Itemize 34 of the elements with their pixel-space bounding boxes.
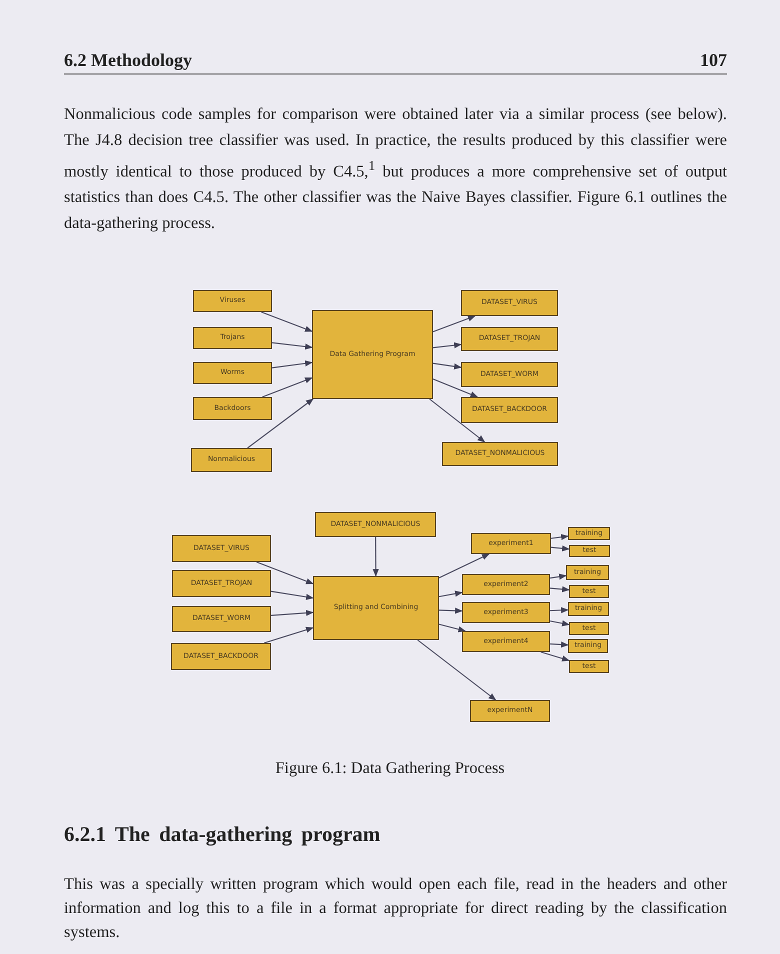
arrow — [261, 311, 313, 332]
arrow — [270, 590, 314, 600]
arrow — [550, 620, 570, 626]
arrow — [262, 377, 313, 398]
section-heading: 6.2.1 The data-gathering program — [64, 822, 382, 847]
arrow — [429, 398, 486, 442]
arrow — [256, 561, 314, 584]
arrow — [432, 342, 462, 348]
paragraph: This was a specially written program which would open each file, read in the headers and other information and log this to a file in a format appropriate for direct reading by the classification systems. — [64, 873, 727, 943]
arrow — [550, 586, 570, 592]
arrow — [247, 398, 314, 448]
page-number: 107 — [699, 50, 727, 71]
arrow — [432, 362, 462, 370]
arrow — [438, 608, 463, 614]
arrow — [550, 607, 569, 614]
arrow — [540, 651, 570, 662]
running-header: 6.2 Methodology — [64, 50, 193, 71]
figure-caption: Figure 6.1: Data Gathering Process — [274, 758, 506, 778]
arrow — [550, 574, 567, 580]
arrow — [272, 342, 313, 350]
paragraph: Nonmalicious code samples for comparison were obtained later via a similar process (see below). The J4.8 decision tree classifier was used. In practice, the results produced by this classifier were mostly identical to those produced by C4.5,$^{1}$ but produces a more comprehensive set of output statistics than does C4.5. The other classifier was the Naive Bayes classifier. Figure 6.1 outlines the data-gathering process. — [64, 103, 727, 234]
arrow — [264, 626, 314, 644]
arrow — [438, 554, 490, 578]
arrow — [272, 360, 313, 368]
arrow — [270, 610, 314, 616]
arrow — [432, 315, 476, 332]
arrow — [550, 545, 570, 552]
arrow — [438, 624, 466, 632]
arrow — [372, 537, 379, 577]
arrow — [417, 640, 496, 700]
arrow — [550, 534, 569, 540]
arrow — [550, 641, 569, 648]
arrow — [438, 590, 463, 598]
arrow — [432, 378, 478, 398]
